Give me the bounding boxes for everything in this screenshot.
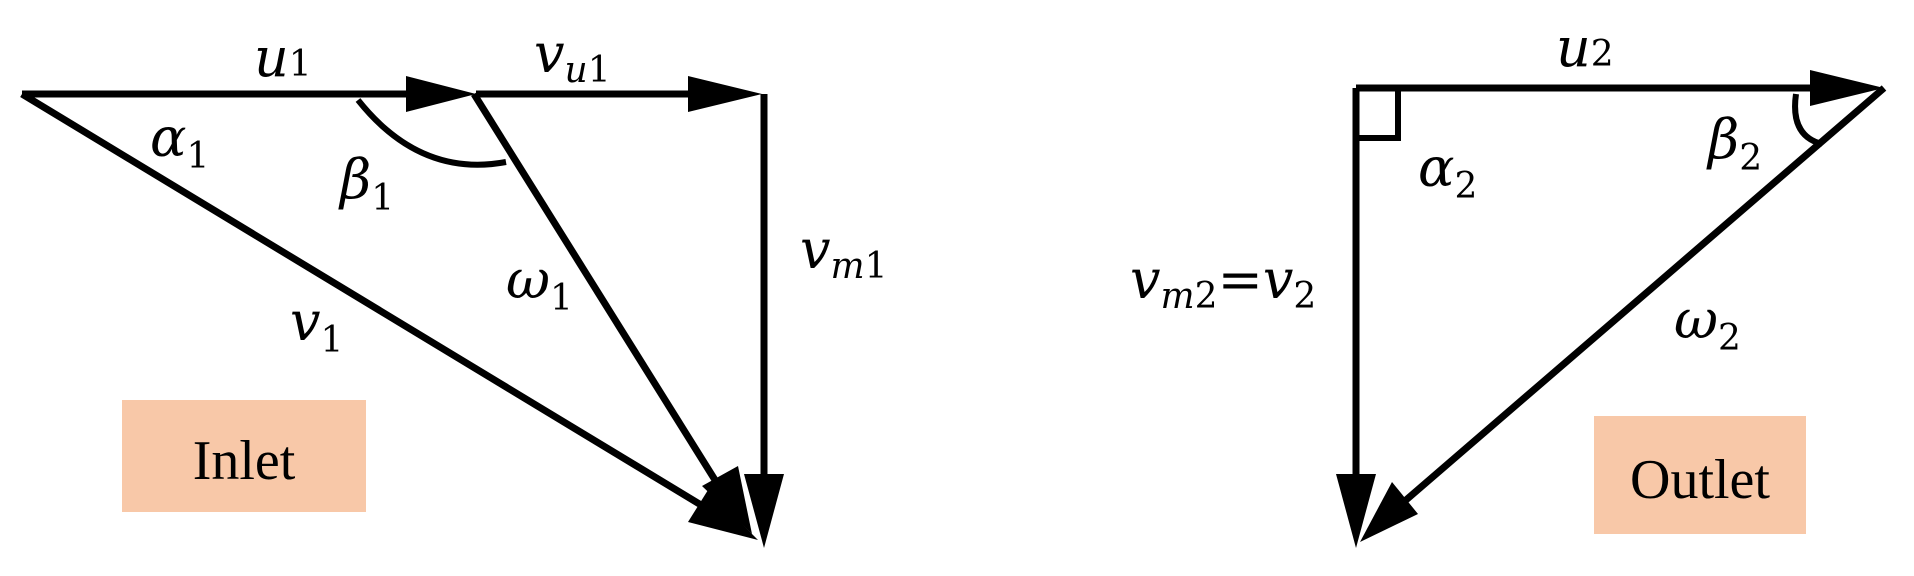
inlet-v1-vector [20, 91, 708, 511]
inlet-label-box [122, 400, 366, 512]
inlet-vu1-arrowhead [688, 76, 762, 112]
outlet-triangle: Outlet u2 α2 β2 vm2=v2 ω2 [1130, 16, 1887, 548]
outlet-w2-vector [1403, 85, 1887, 503]
inlet-w1-vector [471, 92, 723, 490]
inlet-beta1-label: β1 [338, 148, 394, 219]
outlet-beta2-label: β2 [1706, 108, 1762, 179]
inlet-alpha1-label: α1 [150, 106, 209, 177]
outlet-label-box [1594, 416, 1806, 534]
inlet-label: Inlet [193, 430, 296, 492]
inlet-u1-arrowhead [406, 76, 476, 112]
inlet-triangle: Inlet u1 vu1 α1 β1 vm1 [20, 22, 888, 548]
outlet-v2-arrowhead [1336, 474, 1376, 548]
inlet-beta1-arc [355, 98, 507, 168]
outlet-u2-label: u2 [1556, 16, 1614, 79]
outlet-w2-arrowhead [1360, 482, 1418, 542]
inlet-u1-label: u1 [254, 26, 312, 89]
inlet-vm1-label: vm1 [800, 218, 888, 287]
outlet-u2-arrowhead [1810, 70, 1884, 106]
inlet-v1-label: v1 [290, 290, 343, 361]
inlet-v1-arrowhead [688, 490, 758, 540]
inlet-vu1-label: vu1 [534, 22, 611, 91]
outlet-alpha2-label: α2 [1418, 136, 1477, 207]
outlet-right-angle-mark [1356, 88, 1401, 141]
outlet-vm2-equals-v2-label: vm2=v2 [1130, 248, 1316, 317]
inlet-w1-label: ω1 [506, 248, 573, 319]
inlet-vm1-arrowhead [744, 474, 784, 548]
outlet-label: Outlet [1630, 449, 1770, 511]
inlet-w1-arrowhead [702, 466, 752, 534]
outlet-beta2-arc [1792, 93, 1823, 147]
outlet-w2-label: ω2 [1674, 288, 1741, 359]
